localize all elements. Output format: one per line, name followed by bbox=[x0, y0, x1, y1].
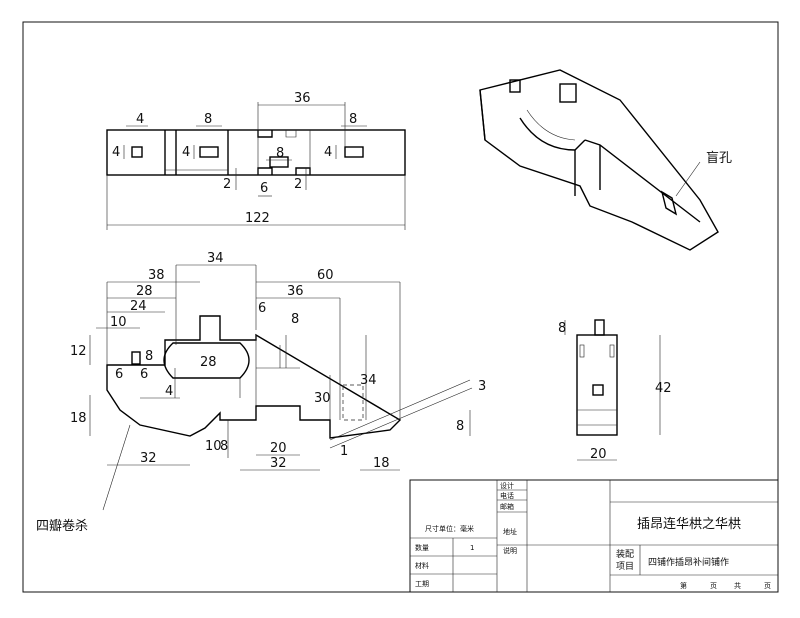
dim-34: 34 bbox=[207, 251, 224, 266]
dim-6a: 6 bbox=[260, 181, 268, 196]
tb-drawing: 电话 bbox=[500, 491, 514, 500]
dim-side-8: 8 bbox=[558, 321, 566, 336]
tb-mail: 邮箱 bbox=[500, 502, 514, 511]
tb-note: 说明 bbox=[503, 546, 517, 555]
dim-side-42: 42 bbox=[655, 381, 672, 396]
tb-qty-value: 1 bbox=[470, 544, 474, 552]
tb-material: 材料 bbox=[415, 561, 429, 570]
dim-8a: 8 bbox=[204, 112, 212, 127]
dim-24: 24 bbox=[130, 299, 147, 314]
dim-8-left: 8 bbox=[145, 349, 153, 364]
dim-4-side-a: 4 bbox=[112, 145, 120, 160]
label-four-petal: 四瓣卷杀 bbox=[36, 518, 88, 534]
dim-32: 32 bbox=[140, 451, 157, 466]
tb-title: 插昂连华栱之华栱 bbox=[637, 516, 741, 532]
tb-total-label: 共 bbox=[734, 581, 741, 590]
dim-12: 12 bbox=[70, 344, 87, 359]
isometric-view bbox=[479, 69, 719, 251]
top-view bbox=[106, 102, 406, 230]
dim-8-c: 8 bbox=[456, 419, 464, 434]
title-block bbox=[409, 479, 779, 593]
dim-36-front: 36 bbox=[287, 284, 304, 299]
dim-side-20: 20 bbox=[590, 447, 607, 462]
dim-18-b: 18 bbox=[373, 456, 390, 471]
tb-page-of: 页 bbox=[710, 582, 717, 590]
side-view bbox=[564, 319, 661, 461]
tb-total-unit: 页 bbox=[764, 582, 771, 590]
dim-10: 10 bbox=[110, 315, 127, 330]
dim-122: 122 bbox=[245, 211, 270, 226]
dim-2b: 2 bbox=[294, 177, 302, 192]
tb-assembly-1: 装配 bbox=[616, 548, 634, 560]
tb-page-label: 第 bbox=[680, 581, 687, 590]
dim-28-slot: 28 bbox=[200, 355, 217, 370]
dim-36: 36 bbox=[294, 91, 311, 106]
tb-unit: 尺寸单位：毫米 bbox=[425, 524, 474, 533]
tb-project-name: 四铺作插昂补间铺作 bbox=[648, 556, 729, 568]
dim-3: 3 bbox=[478, 379, 486, 394]
dim-8-front: 8 bbox=[291, 312, 299, 327]
tb-design: 设计 bbox=[500, 481, 514, 490]
dim-10-b: 10 bbox=[205, 439, 222, 454]
label-blind-hole: 盲孔 bbox=[706, 150, 732, 166]
dim-38: 38 bbox=[148, 268, 165, 283]
dim-4-front: 4 bbox=[165, 384, 173, 399]
dim-30: 30 bbox=[314, 391, 331, 406]
front-view bbox=[89, 264, 473, 511]
sheet-border bbox=[22, 21, 779, 593]
dim-28: 28 bbox=[136, 284, 153, 299]
dim-8-b: 8 bbox=[220, 439, 228, 454]
dim-8c: 8 bbox=[276, 146, 284, 161]
dim-1: 1 bbox=[340, 444, 348, 459]
tb-assembly-2: 项目 bbox=[616, 561, 634, 572]
dim-34-v: 34 bbox=[360, 373, 377, 388]
tb-qty-label: 数量 bbox=[415, 543, 429, 552]
tb-address: 地址 bbox=[503, 527, 517, 536]
tb-process: 工期 bbox=[415, 580, 429, 588]
dim-32-b: 32 bbox=[270, 456, 287, 471]
dim-6-left-b: 6 bbox=[140, 367, 148, 382]
dim-4-side-b: 4 bbox=[182, 145, 190, 160]
dim-6: 6 bbox=[258, 301, 266, 316]
dim-4-side-c: 4 bbox=[324, 145, 332, 160]
dim-18: 18 bbox=[70, 411, 87, 426]
dim-6-left-a: 6 bbox=[115, 367, 123, 382]
dim-20: 20 bbox=[270, 441, 287, 456]
dim-8b: 8 bbox=[349, 112, 357, 127]
dim-2a: 2 bbox=[223, 177, 231, 192]
dim-4a: 4 bbox=[136, 112, 144, 127]
dim-60: 60 bbox=[317, 268, 334, 283]
